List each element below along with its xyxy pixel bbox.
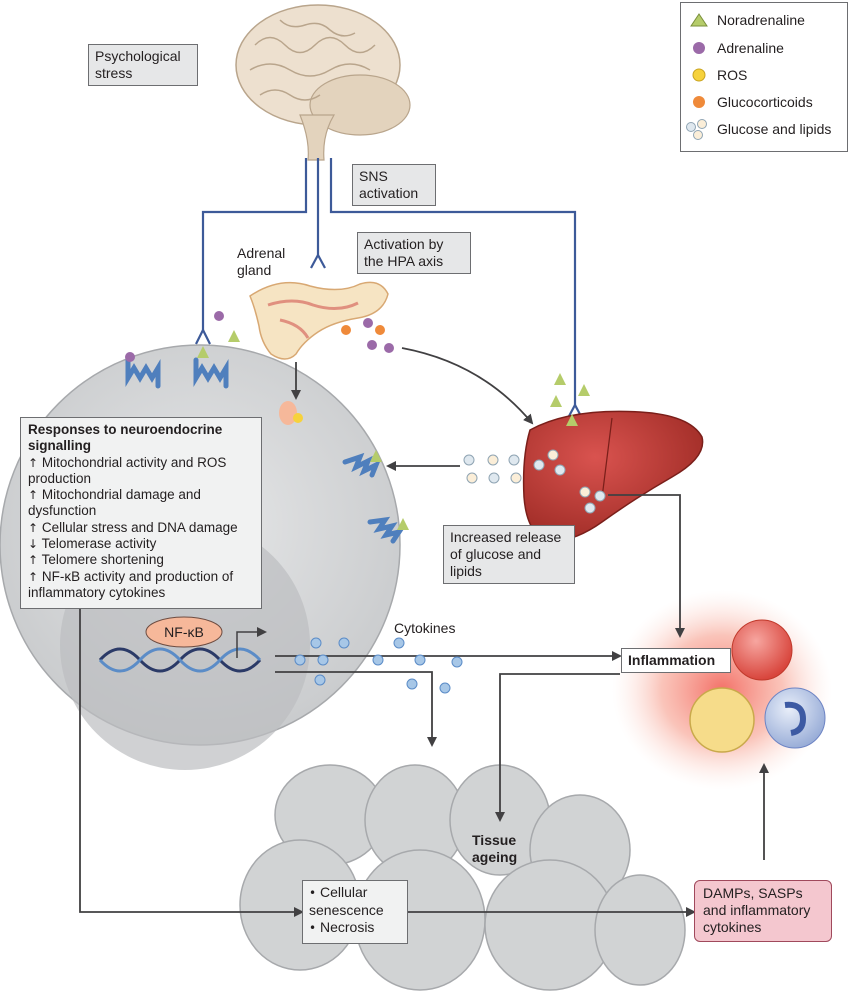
immune-cells xyxy=(612,590,832,790)
flow-arrows xyxy=(79,347,769,917)
cytokine-molecules xyxy=(294,637,463,694)
circle-icon xyxy=(692,68,706,82)
legend-item-glucocorticoids: Glucocorticoids xyxy=(681,92,847,114)
triangle-icon xyxy=(690,13,708,27)
circle-icon xyxy=(693,96,705,108)
damps-box: DAMPs, SASPs and inflammatory cytokines xyxy=(694,880,832,942)
outcome-item: • Necrosis xyxy=(309,919,375,935)
liver-icon xyxy=(522,410,704,543)
inflammation-label: Inflammation xyxy=(621,648,731,673)
transcription-arrow xyxy=(236,627,267,658)
dna-helix-icon xyxy=(98,647,262,673)
legend-item-ros: ROS xyxy=(681,65,847,87)
response-item: ↑ Mitochondrial damage and dysfunction xyxy=(28,487,201,519)
legend-item-glucose-lipids: Glucose and lipids xyxy=(681,119,847,141)
outcome-item: • Cellular senescence xyxy=(309,884,384,918)
sns-activation-label: SNS activation xyxy=(352,164,436,206)
circle-group-icon xyxy=(686,119,707,140)
increased-release-label: Increased release of glucose and lipids xyxy=(443,525,575,584)
legend-label: Noradrenaline xyxy=(717,12,805,28)
response-item: ↑ Mitochondrial activity and ROS product… xyxy=(28,454,227,486)
nerve-fibers xyxy=(195,158,583,419)
legend-label: ROS xyxy=(717,67,748,83)
receptor-icons xyxy=(125,357,405,544)
legend-item-noradrenaline: Noradrenaline xyxy=(681,10,847,32)
response-item: ↓ Telomerase activity xyxy=(28,536,157,552)
nfkb-protein xyxy=(145,616,223,648)
legend-label: Glucose and lipids xyxy=(717,121,832,137)
responses-title: Responses to neuroendocrine signalling xyxy=(28,422,223,454)
response-item: ↑ NF-κB activity and production of infla… xyxy=(28,568,234,600)
legend: Noradrenaline Adrenaline ROS Glucocortic… xyxy=(680,2,848,152)
nfkb-label: NF-κB xyxy=(164,624,204,640)
circle-icon xyxy=(693,42,705,54)
psychological-stress-label: Psychological stress xyxy=(88,44,198,86)
hpa-activation-label: Activation by the HPA axis xyxy=(357,232,471,274)
response-item: ↑ Cellular stress and DNA damage xyxy=(28,519,238,535)
response-item: ↑ Telomere shortening xyxy=(28,552,164,568)
brain-icon xyxy=(235,4,411,161)
hormone-molecules xyxy=(125,311,590,530)
glucose-lipid-molecules xyxy=(463,449,606,514)
adrenal-gland-label: Adrenal gland xyxy=(237,245,286,278)
adrenal-gland-icon xyxy=(249,281,389,360)
outcome-senescence: Cellular senescence xyxy=(309,884,384,918)
outcome-necrosis: Necrosis xyxy=(319,919,375,935)
outcomes-box: • Cellular senescence • Necrosis xyxy=(302,880,408,944)
legend-item-adrenaline: Adrenaline xyxy=(681,38,847,60)
legend-label: Adrenaline xyxy=(717,40,784,56)
responses-box: Responses to neuroendocrine signalling ↑… xyxy=(20,417,262,609)
tissue-cells xyxy=(239,764,686,991)
tissue-ageing-label: Tissue ageing xyxy=(472,832,518,865)
legend-label: Glucocorticoids xyxy=(717,94,813,110)
cytokines-label: Cytokines xyxy=(394,620,456,636)
